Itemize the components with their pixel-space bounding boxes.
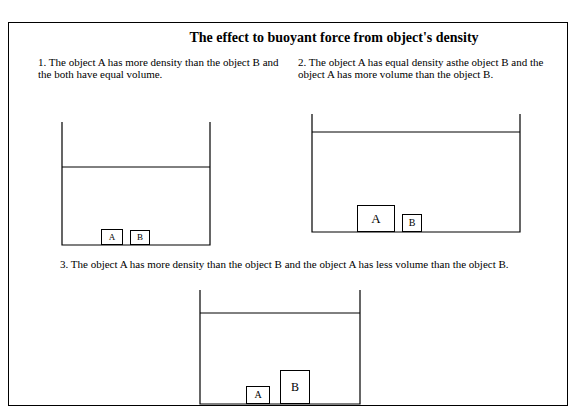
water-line — [62, 167, 210, 168]
water-line — [312, 132, 520, 133]
statement-text: 3. The object A has more density than th… — [60, 258, 552, 270]
object-letter: B — [409, 218, 416, 228]
statement-text: 2. The object A has equal density asthe … — [298, 56, 560, 80]
object-letter: A — [371, 212, 380, 225]
container-2 — [312, 114, 520, 232]
object-block: B — [130, 230, 150, 245]
container-walls — [200, 290, 360, 404]
object-letter: B — [291, 381, 299, 393]
object-letter: A — [254, 390, 261, 400]
container-walls — [312, 114, 520, 232]
object-block: B — [402, 214, 422, 232]
object-block: A — [101, 229, 123, 245]
container-walls — [62, 122, 210, 245]
object-letter: A — [109, 233, 116, 242]
object-block: A — [357, 205, 395, 232]
object-block: B — [280, 370, 310, 404]
object-letter: B — [137, 233, 143, 242]
diagram-title: The effect to buoyant force from object'… — [118, 30, 550, 46]
object-block: A — [246, 386, 270, 404]
panel-frame — [9, 23, 568, 406]
water-line — [200, 313, 360, 314]
statement-text: 1. The object A has more density than th… — [38, 56, 286, 80]
container-1 — [62, 122, 210, 245]
container-3 — [200, 290, 360, 404]
